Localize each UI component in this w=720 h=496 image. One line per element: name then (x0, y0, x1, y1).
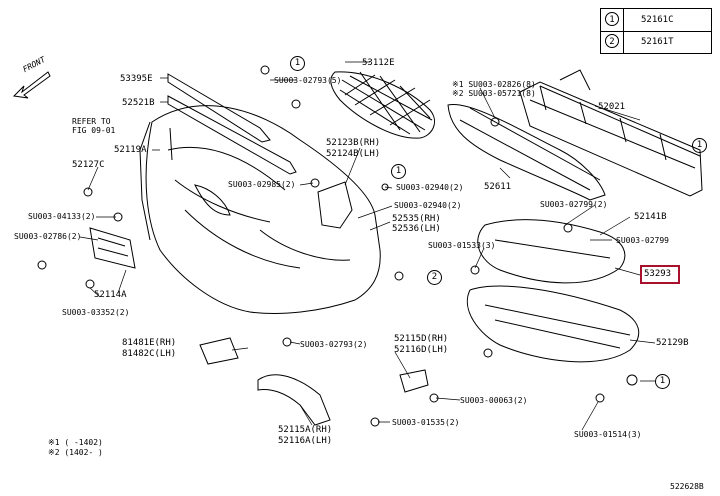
part-label-highlighted[interactable]: 53293 (644, 269, 672, 279)
grille-mesh (330, 71, 435, 139)
part-label[interactable]: 52127C (72, 160, 105, 170)
part-label[interactable]: 53395E (120, 74, 153, 84)
part-label[interactable]: 52535(RH) (392, 214, 441, 224)
fastener-label[interactable]: ※1 SU003-02826(8) (452, 80, 536, 89)
fastener-label[interactable]: SU003-02940(2) (394, 201, 462, 210)
note-label: ※2 (1402- ) (48, 448, 103, 457)
under-cover-lower (466, 285, 640, 363)
license-bracket (89, 227, 136, 269)
fastener-label[interactable]: SU003-01514(3) (574, 430, 642, 439)
legend-divider (623, 9, 624, 53)
legend-marker: 1 (605, 12, 619, 26)
fastener-label[interactable]: SU003-04133(2) (28, 212, 96, 221)
fastener-label[interactable]: SU003-01533(3) (428, 241, 496, 250)
fastener-label[interactable]: SU003-01535(2) (392, 418, 460, 427)
part-label[interactable]: 52114A (94, 290, 127, 300)
fastener-label[interactable]: SU003-02799(2) (540, 200, 608, 209)
note-label: ※1 ( -1402) (48, 438, 103, 447)
part-label[interactable]: 52536(LH) (392, 224, 441, 234)
part-label[interactable]: 52119A (114, 145, 147, 155)
part-label[interactable]: 52116D(LH) (394, 345, 449, 355)
refer-label: REFER TO (72, 117, 111, 126)
part-label[interactable]: 81482C(LH) (122, 349, 177, 359)
part-label[interactable]: 52129B (656, 338, 689, 348)
fastener-label[interactable]: SU003-02793(5) (274, 76, 342, 85)
upper-molding-strip (167, 73, 297, 175)
front-arrow-icon (12, 71, 51, 99)
side-bracket-left (317, 181, 353, 229)
center-bracket (399, 369, 429, 393)
fastener-label[interactable]: SU003-02799 (616, 236, 669, 245)
part-label[interactable]: 52115A(RH) (278, 425, 333, 435)
legend-value: 52161C (641, 15, 674, 25)
fastener-label[interactable]: SU003-02985(2) (228, 180, 296, 189)
clip-icon (37, 65, 638, 427)
bumper-reinforcement (519, 69, 703, 197)
callout-marker[interactable]: 1 (391, 164, 406, 179)
energy-absorber (447, 103, 606, 201)
part-label[interactable]: 52124B(LH) (326, 149, 381, 159)
part-label[interactable]: 52021 (598, 102, 626, 112)
part-label[interactable]: 52521B (122, 98, 155, 108)
legend-marker: 2 (605, 34, 619, 48)
lower-bracket (257, 374, 331, 426)
part-label[interactable]: 52116A(LH) (278, 436, 333, 446)
part-label[interactable]: 81481E(RH) (122, 338, 177, 348)
part-label[interactable]: 52123B(RH) (326, 138, 381, 148)
fog-cover (199, 337, 239, 365)
refer-fig-label[interactable]: FIG 09-01 (72, 126, 116, 135)
fastener-label[interactable]: SU003-03352(2) (62, 308, 130, 317)
fastener-label[interactable]: ※2 SU003-05721(8) (452, 89, 536, 98)
callout-marker[interactable]: 1 (655, 374, 670, 389)
callout-marker[interactable]: 1 (290, 56, 305, 71)
part-label[interactable]: 52141B (634, 212, 667, 222)
part-label[interactable]: 52115D(RH) (394, 334, 449, 344)
part-label[interactable]: 52611 (484, 182, 512, 192)
callout-marker[interactable]: 1 (692, 138, 707, 153)
legend-row-2: 2 52161T (601, 31, 711, 53)
callout-marker[interactable]: 2 (427, 270, 442, 285)
legend-row-1: 1 52161C (601, 9, 711, 32)
fastener-label[interactable]: SU003-02786(2) (14, 232, 82, 241)
bumper-cover-shape (139, 105, 381, 314)
legend-value: 52161T (641, 37, 674, 47)
fastener-label[interactable]: SU003-00063(2) (460, 396, 528, 405)
highlight-box (640, 265, 680, 284)
figure-code: 522628B (670, 482, 704, 491)
legend-table: 1 52161C 2 52161T (600, 8, 712, 54)
fastener-label[interactable]: SU003-02940(2) (396, 183, 464, 192)
part-label[interactable]: 53112E (362, 58, 395, 68)
fastener-label[interactable]: SU003-02793(2) (300, 340, 368, 349)
leader-lines (79, 61, 656, 431)
under-cover-upper (477, 219, 626, 284)
